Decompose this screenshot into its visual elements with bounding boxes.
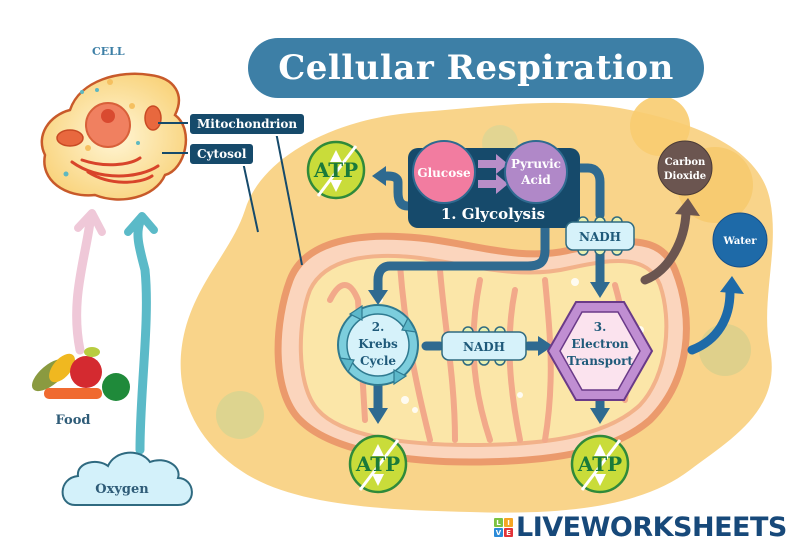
logo-wordmark: LIVEWORKSHEETS [516, 512, 787, 543]
nucleolus [101, 109, 115, 123]
electron-transport-label-line1: 3. [594, 320, 607, 334]
glycolysis-arrows [478, 154, 508, 194]
cytosol-blob [630, 96, 690, 156]
pyruvic-acid-node [504, 140, 568, 204]
nadh-top-label: NADH [579, 230, 621, 244]
water-arrowhead [720, 276, 744, 294]
food-arrowhead [74, 209, 106, 236]
glycolysis-label: 1. Glycolysis [441, 205, 545, 223]
food-label: Food [56, 413, 91, 428]
co2-arrowhead [675, 198, 700, 216]
endoplasmic-reticulum [70, 156, 160, 184]
krebs-label-line1: 2. [372, 320, 385, 334]
food-icon [31, 347, 130, 401]
electron-transport-label-line3: Transport [567, 354, 633, 368]
cell-mitochondrion [144, 105, 162, 131]
atp-badge-krebs [348, 434, 408, 494]
oxygen-cloud [61, 451, 193, 506]
atp-label-krebs: ATP [355, 452, 400, 476]
oxygen-arrowhead [124, 212, 158, 236]
cytosol-blob [216, 391, 264, 439]
glucose-node [412, 140, 476, 204]
nadh-top-carrier [565, 216, 635, 256]
logo-letter: I [504, 518, 513, 527]
water-label: Water [722, 236, 757, 247]
nadh-middle-carrier [441, 326, 527, 366]
cell-label: CELL [92, 45, 125, 58]
logo-letter: L [494, 518, 503, 527]
tag-connectors [158, 122, 303, 266]
atp-label-electron: ATP [577, 452, 622, 476]
electron-transport-node [546, 301, 654, 401]
water-arrow [687, 287, 735, 355]
carbon-dioxide-label-line2: Dioxide [664, 171, 706, 182]
krebs-label-line2: Krebs [358, 337, 398, 351]
mitochondrion-tag: Mitochondrion [188, 112, 307, 136]
water-node [712, 212, 768, 268]
nucleus [85, 102, 131, 148]
liveworksheets-logo: L I V E LIVEWORKSHEETS [494, 512, 787, 543]
atp-badge-top [306, 140, 366, 200]
food-arrow [72, 217, 95, 355]
carbon-dioxide-label-line1: Carbon [665, 157, 706, 168]
nadh-middle-label: NADH [463, 340, 505, 354]
cell-vesicles [85, 79, 135, 151]
logo-grid-icon: L I V E [494, 518, 513, 537]
atp-label-top: ATP [313, 158, 358, 182]
electron-transport-label-line2: Electron [571, 337, 629, 351]
krebs-label-line3: Cycle [360, 354, 396, 368]
pyruvic-acid-label-line1: Pyruvic [511, 157, 561, 171]
logo-letter: E [504, 528, 513, 537]
carbon-dioxide-node [657, 140, 713, 196]
page-title: Cellular Respiration [248, 38, 704, 98]
cell-vesicles [63, 88, 140, 177]
cytosol-blob [699, 324, 751, 376]
krebs-cycle-node [337, 304, 419, 386]
co2-arrow [640, 207, 691, 285]
atp-badge-electron [570, 434, 630, 494]
oxygen-label: Oxygen [95, 482, 149, 497]
arrowheads [368, 166, 610, 424]
oxygen-arrow [133, 217, 151, 455]
glucose-label: Glucose [417, 166, 471, 180]
pyruvic-acid-label-line2: Acid [520, 173, 551, 187]
logo-letter: V [494, 528, 503, 537]
cytosol-tag: Cytosol [188, 142, 256, 166]
cell-mitochondrion [56, 129, 84, 147]
